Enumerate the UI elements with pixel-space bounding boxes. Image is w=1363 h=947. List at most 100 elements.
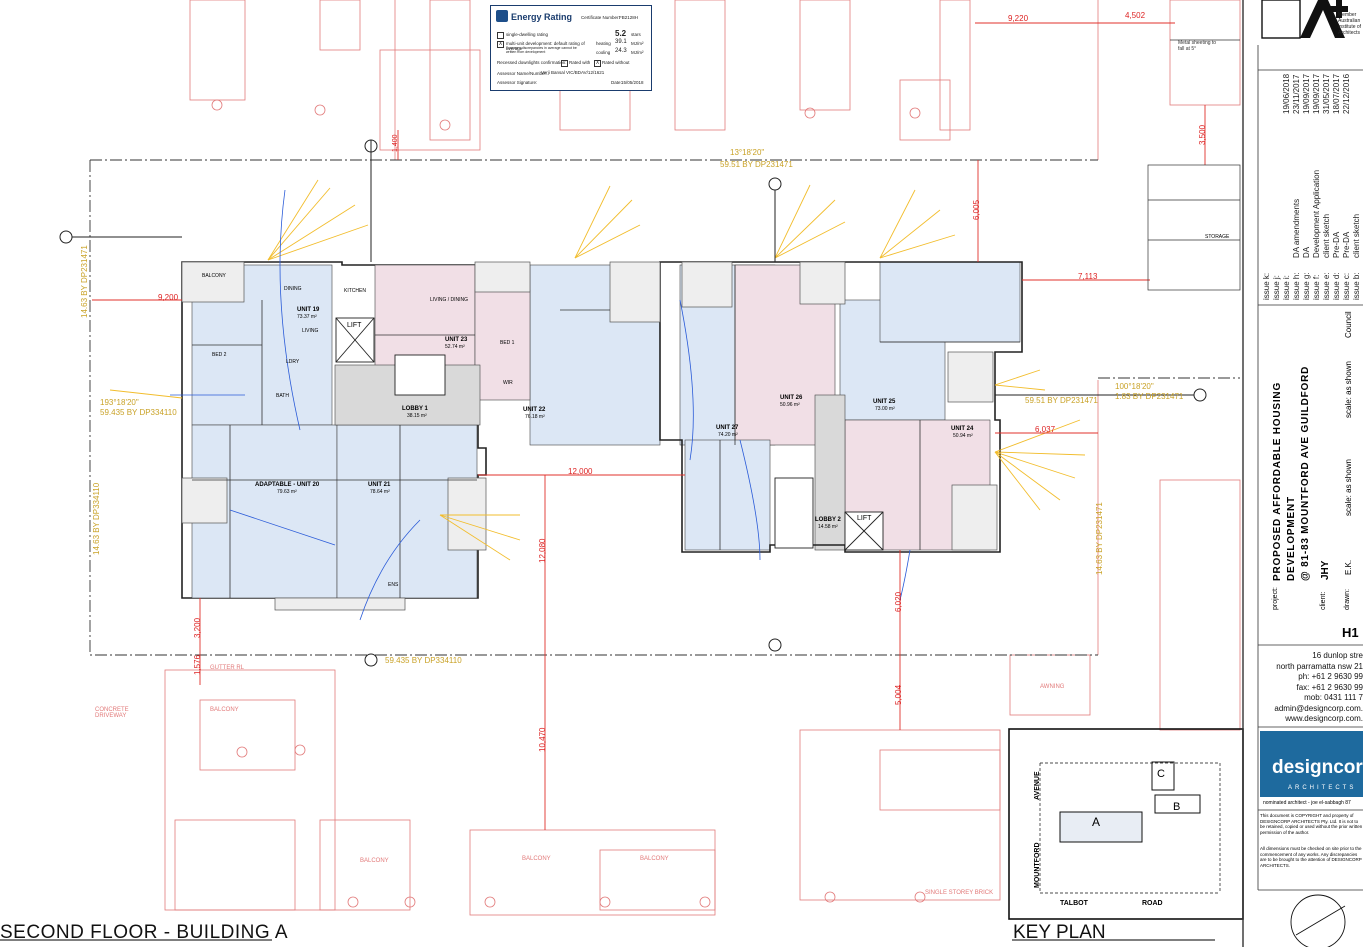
mobile-line: mob: 0431 111 7 <box>1304 693 1363 702</box>
boundary-bearing-east: 100°18'20" <box>1115 382 1154 391</box>
dimension-3500: 3,500 <box>1198 124 1207 145</box>
dimension-3200: 3,200 <box>193 617 202 638</box>
keyplan-street-road: ROAD <box>1142 900 1163 907</box>
issue-row-label: issue d: <box>1332 272 1341 300</box>
dimension-lines <box>92 22 1206 830</box>
drawn-label: drawn: <box>1344 588 1351 610</box>
issue-row-desc: DA <box>1302 246 1311 258</box>
unit-20-area: 79.63 m² <box>277 489 297 495</box>
room-label-wir: WIR <box>503 380 513 386</box>
designcorp-logo: designcorp ARCHITECTS <box>1260 731 1363 797</box>
north-arrow <box>1290 894 1346 947</box>
heating-label: heating <box>596 41 611 46</box>
issue-row-date: 31/05/2017 <box>1322 73 1331 114</box>
dimensions-note: All dimensions must be checked on site p… <box>1260 846 1362 868</box>
unit-25-label: UNIT 25 <box>873 399 896 405</box>
unit-19-area: 73.37 m² <box>297 314 317 320</box>
right-context <box>1147 39 1241 291</box>
dimension-5004: 5,004 <box>894 684 903 705</box>
keyplan-title: KEY PLAN <box>1013 922 1106 943</box>
unit-26-label: UNIT 26 <box>780 395 803 401</box>
firm-address: 16 dunlop stre north parramatta nsw 21 p… <box>1258 651 1363 725</box>
boundary-bearing-north: 13°18'20" <box>730 148 765 157</box>
rated-without-checkbox: X <box>594 60 601 67</box>
certificate-number: FB2128H <box>619 15 639 20</box>
context-concrete-driveway: CONCRETE DRIVEWAY <box>95 707 129 719</box>
multi-unit-note: Foreseen discrepancies in average cannot… <box>506 46 577 54</box>
unit-22-label: UNIT 22 <box>523 407 546 413</box>
assessor-value: Verji Bansal VIC/BDAV/12/1621 <box>541 70 605 75</box>
core-blocks <box>335 317 884 551</box>
room-label-lobby-1: LOBBY 1 <box>402 406 428 412</box>
issue-row-label: issue b: <box>1352 272 1361 300</box>
boundary-bearing-west: 193°18'20" <box>100 398 139 407</box>
room-label-living: LIVING <box>302 328 319 334</box>
certificate-label: Certificate Number: <box>581 15 620 20</box>
logo-sub: ARCHITECTS <box>1288 785 1357 791</box>
cooling-unit: MJ/m² <box>631 50 644 55</box>
rated-with-label: Rated with <box>569 60 591 65</box>
keyplan-street-mountford: MOUNTFORD <box>1034 842 1041 889</box>
web-line: www.designcorp.com. <box>1285 714 1363 723</box>
issue-row-date: 22/12/2016 <box>1342 73 1351 114</box>
boundary-west-bottom: 14.63 BY DP334110 <box>92 482 101 555</box>
address-line: 16 dunlop stre <box>1312 651 1363 660</box>
room-label-ens: ENS <box>388 582 399 588</box>
room-label-bath: BATH <box>276 393 289 399</box>
issue-row-date: 23/11/2017 <box>1292 74 1301 114</box>
star-rating-unit: stars <box>631 32 641 37</box>
boundary-length-west: 59.435 BY DP334110 <box>100 408 177 417</box>
dimension-6020: 6,020 <box>894 591 903 612</box>
boundary-east-bottom: 14.63 BY DP231471 <box>1095 502 1104 575</box>
drawn-value: E.K. <box>1344 559 1353 575</box>
issue-row-label: issue e: <box>1322 272 1331 300</box>
keyplan-label-a: A <box>1092 815 1101 829</box>
address-line: north parramatta nsw 21 <box>1276 661 1363 671</box>
project-line-3: @ 81-83 MOUNTFORD AVE GUILDFORD <box>1300 365 1311 581</box>
unit-21-label: UNIT 21 <box>368 482 391 488</box>
room-label-lobby-2-area: 14.58 m² <box>818 524 838 530</box>
project-line-2: DEVELOPMENT <box>1286 496 1297 581</box>
issue-row-label: issue c: <box>1342 272 1351 300</box>
copyright-note: This document is COPYRIGHT and property … <box>1260 813 1363 835</box>
rated-without-label: Rated without <box>602 60 630 65</box>
room-label-lift-2: LIFT <box>857 515 872 522</box>
issue-row-date: 18/07/2017 <box>1332 73 1341 114</box>
aia-logo <box>1261 0 1348 39</box>
dimension-7113: 7,113 <box>1078 272 1098 281</box>
unit-21-area: 78.64 m² <box>370 489 390 495</box>
context-balcony-2: BALCONY <box>360 858 389 864</box>
unit-20-label: ADAPTABLE - UNIT 20 <box>255 482 320 488</box>
issue-row-date: 19/09/2017 <box>1312 73 1321 114</box>
star-rating-value: 5.2 <box>615 29 627 38</box>
cooling-label: cooling <box>596 50 611 55</box>
room-label-storage: STORAGE <box>1205 234 1230 240</box>
room-label-bed2: BED 2 <box>212 352 227 358</box>
keyplan-street-talbot: TALBOT <box>1060 900 1088 907</box>
heating-value: 39.1 <box>615 39 627 45</box>
room-label-bed1: BED 1 <box>500 340 515 346</box>
energy-rating-title: Energy Rating <box>511 12 573 22</box>
client-value: JHY <box>1320 560 1331 580</box>
energy-rating-certificate: Energy Rating Certificate Number: FB2128… <box>490 5 652 91</box>
keyplan-street-avenue: AVENUE <box>1034 771 1041 800</box>
dimension-6005: 6,005 <box>972 199 981 220</box>
keyplan-box <box>1008 728 1244 920</box>
boundary-length-north: 59.51 BY DP231471 <box>720 160 793 169</box>
room-label-balcony: BALCONY <box>202 273 226 279</box>
issue-row-label: issue k: <box>1262 272 1271 300</box>
single-dwelling-label: single-dwelling rating <box>506 32 549 37</box>
issue-row-label: issue i: <box>1282 275 1291 300</box>
room-label-living-dining: LIVING / DINING <box>430 297 469 303</box>
scale-1: scale: as shown <box>1344 361 1353 418</box>
energy-rating-badge <box>496 10 508 22</box>
context-awning: AWNING <box>1040 684 1065 690</box>
context-gutter-rl: GUTTER RL <box>210 665 245 671</box>
unit-23-area: 52.74 m² <box>445 344 465 350</box>
cooling-value: 24.3 <box>615 48 627 54</box>
email-line: admin@designcorp.com. <box>1274 703 1363 713</box>
room-label-lobby-1-area: 38.15 m² <box>407 413 427 419</box>
unit-19-label: UNIT 19 <box>297 307 320 313</box>
